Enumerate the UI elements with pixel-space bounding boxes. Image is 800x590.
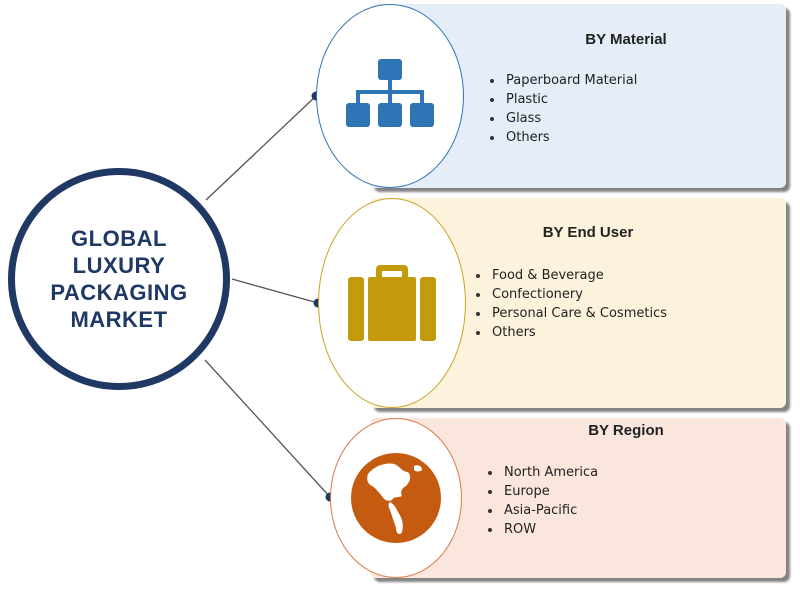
list-item: Personal Care & Cosmetics (474, 304, 667, 323)
list-item: North America (486, 463, 598, 482)
segment-title-end-user: BY End User (542, 224, 634, 241)
hierarchy-icon (346, 59, 434, 127)
list-item: Others (474, 323, 667, 342)
hub-title: GLOBAL LUXURY PACKAGING MARKET (50, 226, 188, 332)
market-hub-circle: GLOBAL LUXURY PACKAGING MARKET (8, 168, 230, 390)
segment-list-material: Paperboard Material Plastic Glass Others (488, 71, 637, 147)
connector-region (204, 359, 331, 498)
segment-list-end-user: Food & Beverage Confectionery Personal C… (474, 266, 667, 342)
icon-circle-end-user (318, 198, 466, 408)
list-item: Glass (488, 109, 637, 128)
connector-end-user (231, 278, 319, 304)
list-item: Food & Beverage (474, 266, 667, 285)
list-item: ROW (486, 520, 598, 539)
list-item: Confectionery (474, 285, 667, 304)
list-item: Others (488, 128, 637, 147)
list-item: Plastic (488, 90, 637, 109)
icon-circle-material (316, 4, 464, 188)
list-item: Paperboard Material (488, 71, 637, 90)
list-item: Europe (486, 482, 598, 501)
list-item: Asia-Pacific (486, 501, 598, 520)
segment-list-region: North America Europe Asia-Pacific ROW (486, 463, 598, 539)
icon-circle-region (330, 418, 462, 578)
briefcase-icon (348, 265, 436, 341)
segment-title-material: BY Material (585, 31, 667, 48)
segment-title-region: BY Region (588, 422, 664, 439)
globe-icon (351, 453, 441, 543)
connector-material (205, 95, 317, 201)
